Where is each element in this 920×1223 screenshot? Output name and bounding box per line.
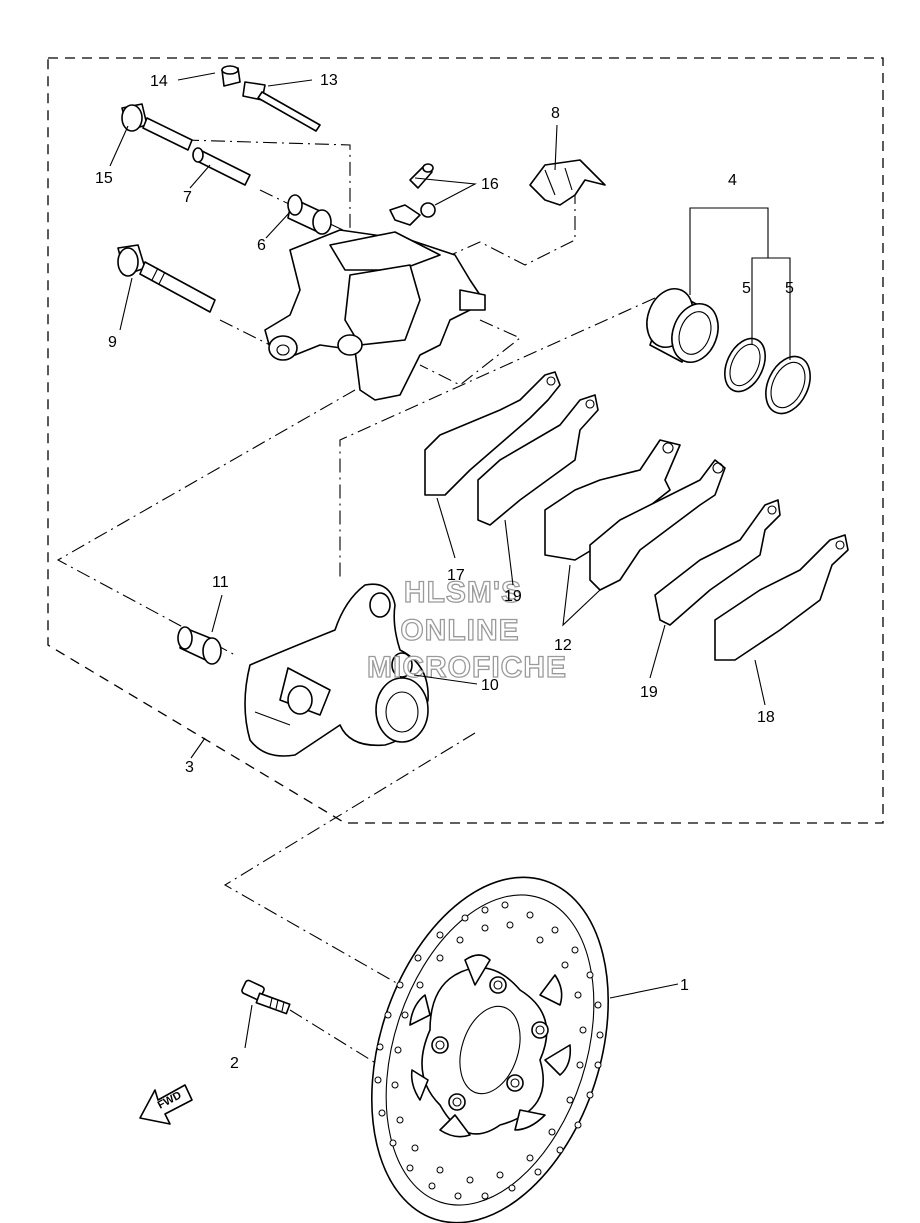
slide-bushing — [287, 194, 332, 235]
callout-8: 8 — [551, 105, 560, 122]
callout-14: 14 — [150, 73, 168, 90]
watermark-line-3: MICROFICHE — [367, 651, 567, 684]
callout-6: 6 — [257, 237, 266, 254]
caliper-bracket — [244, 583, 429, 757]
dust-boot — [391, 652, 413, 678]
callout-10: 10 — [481, 677, 499, 694]
callout-12: 12 — [554, 637, 572, 654]
bleed-bolt-13 — [242, 81, 321, 132]
callout-3: 3 — [185, 759, 194, 776]
callout-9: 9 — [108, 334, 117, 351]
pad-shim-17 — [424, 371, 561, 496]
callout-labels: 1 2 3 4 5 5 6 7 8 9 10 11 12 13 14 15 16… — [95, 72, 794, 1072]
callout-4: 4 — [728, 172, 737, 189]
watermark-line-2: ONLINE — [400, 614, 519, 647]
bleed-screw — [389, 163, 436, 226]
disc-bolt — [241, 979, 291, 1015]
pad-shim-19-upper — [477, 394, 599, 526]
callout-7: 7 — [183, 189, 192, 206]
callout-5-left: 5 — [742, 280, 751, 297]
callout-16: 16 — [481, 176, 499, 193]
pad-shim-18 — [714, 534, 849, 661]
watermark: HLSM'S ONLINE MICROFICHE — [366, 575, 567, 684]
forward-direction-arrow: FWD — [139, 1084, 193, 1125]
watermark-line-1: HLSM'S — [404, 576, 522, 609]
caliper-bolt-9 — [117, 244, 216, 313]
pad-shim-19-lower — [654, 499, 781, 626]
callout-11: 11 — [212, 574, 229, 591]
caliper-body — [264, 229, 486, 401]
piston-seals — [724, 337, 811, 415]
callout-19-lower: 19 — [640, 684, 658, 701]
caliper-bolt-15 — [121, 103, 193, 151]
leader-lines — [109, 72, 791, 1049]
bracket-bushing — [177, 626, 222, 665]
brake-disc — [371, 876, 609, 1223]
callout-15: 15 — [95, 170, 113, 187]
bleed-cap — [221, 65, 241, 87]
callout-2: 2 — [230, 1055, 239, 1072]
brake-pads — [544, 439, 726, 591]
callout-5-right: 5 — [785, 280, 794, 297]
callout-19-upper: 19 — [504, 588, 522, 605]
pad-spring — [529, 159, 606, 206]
callout-18: 18 — [757, 709, 775, 726]
callout-13: 13 — [320, 72, 338, 89]
caliper-pin — [192, 147, 251, 186]
caliper-piston — [646, 288, 719, 363]
callout-17: 17 — [447, 567, 465, 584]
callout-1: 1 — [680, 977, 689, 994]
